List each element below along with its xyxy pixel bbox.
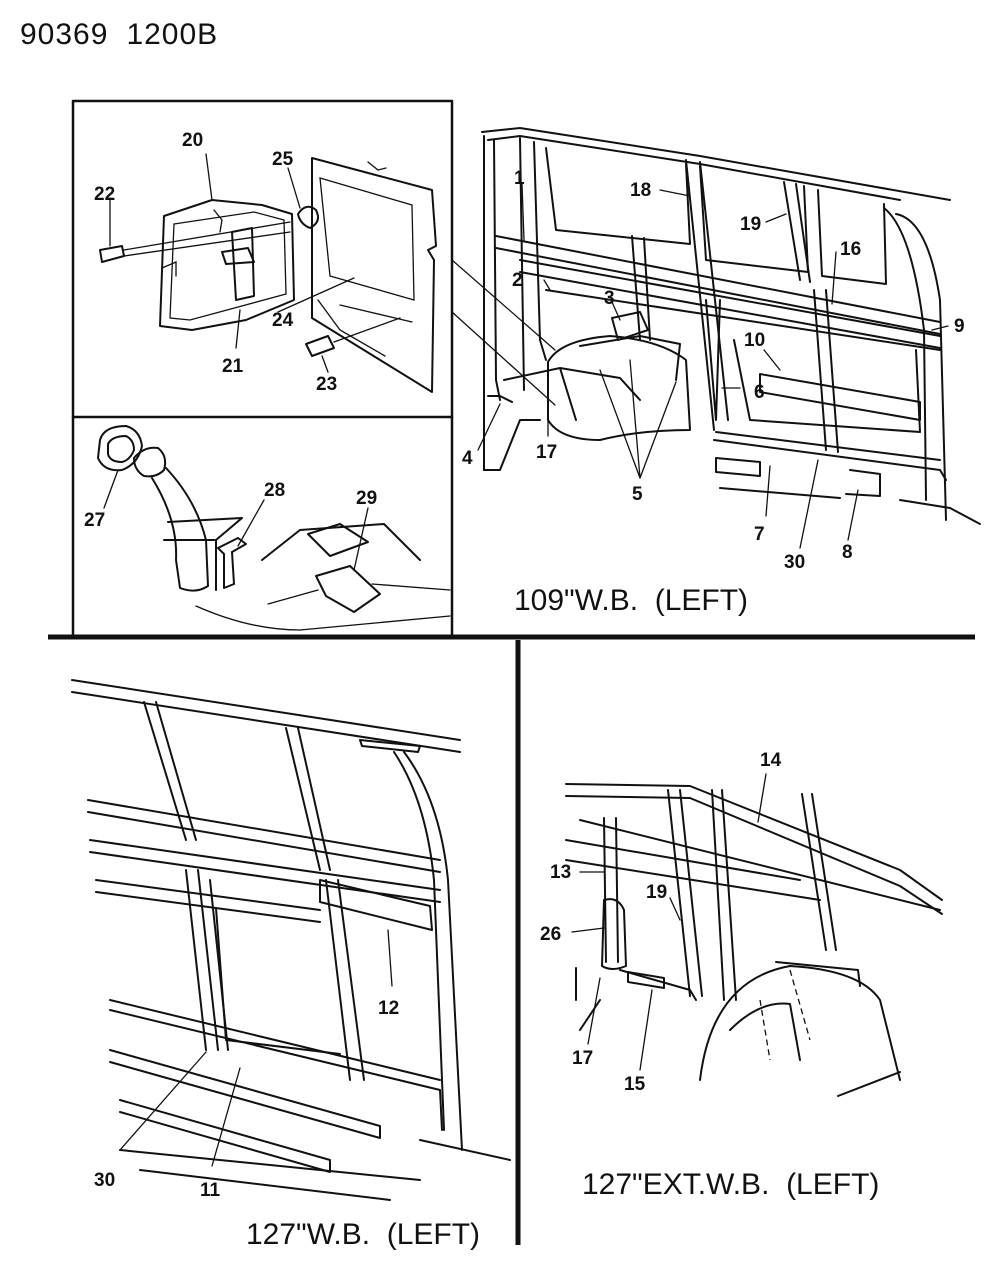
callout-26: 26 (540, 924, 561, 945)
callout-28: 28 (264, 480, 285, 501)
callout-12: 12 (378, 998, 399, 1019)
caption-127-ext-wb-left: 127"EXT.W.B. (LEFT) (582, 1168, 879, 1201)
callout-17: 17 (536, 442, 557, 463)
callout-18: 18 (630, 180, 651, 201)
callout-3: 3 (604, 288, 615, 309)
drawing-header: 90369 1200B (20, 18, 236, 52)
filler-neck-assembly (97, 425, 451, 631)
page-code: 1200B (126, 18, 219, 51)
view-127-wb (71, 679, 511, 1201)
callouts-127-wb: 12 30 11 (94, 998, 399, 1201)
callout-25: 25 (272, 149, 294, 170)
callout-29: 29 (356, 488, 377, 509)
callout-4: 4 (462, 448, 473, 469)
callout-20: 20 (182, 130, 203, 151)
view-109-wb (477, 127, 981, 549)
callout-24: 24 (272, 310, 294, 331)
callout-22: 22 (94, 184, 115, 205)
callout-2: 2 (512, 270, 523, 291)
callout-10: 10 (744, 330, 765, 351)
callout-21: 21 (222, 356, 244, 377)
callout-14: 14 (760, 750, 782, 771)
fuel-door-assembly (99, 153, 556, 406)
caption-109-wb-left: 109"W.B. (LEFT) (514, 584, 748, 617)
drawing-number: 90369 (20, 18, 109, 51)
callout-19: 19 (740, 214, 761, 235)
callout-17-lower: 17 (572, 1048, 593, 1069)
callout-1: 1 (514, 168, 525, 189)
view-127-ext-wb (565, 773, 943, 1097)
callout-30-lower: 30 (94, 1170, 115, 1191)
callout-6: 6 (754, 382, 765, 403)
callout-19-lower: 19 (646, 882, 667, 903)
callouts-109-wb: 1 18 19 16 2 3 9 10 6 4 17 5 7 30 8 (462, 168, 965, 573)
callout-8: 8 (842, 542, 853, 563)
callout-5: 5 (632, 484, 643, 505)
callouts-127-ext-wb: 14 13 19 26 17 15 (540, 750, 782, 1095)
callout-7: 7 (754, 524, 765, 545)
callouts-inset-top: 20 22 25 21 24 23 (94, 130, 337, 395)
callout-30: 30 (784, 552, 805, 573)
callout-13: 13 (550, 862, 571, 883)
callout-23: 23 (316, 374, 337, 395)
callout-27: 27 (84, 510, 105, 531)
caption-127-wb-left: 127"W.B. (LEFT) (246, 1218, 480, 1251)
callout-16: 16 (840, 239, 861, 260)
callout-9: 9 (954, 316, 965, 337)
callout-15: 15 (624, 1074, 646, 1095)
callout-11: 11 (200, 1180, 221, 1201)
callouts-inset-bottom: 27 28 29 (84, 480, 377, 531)
